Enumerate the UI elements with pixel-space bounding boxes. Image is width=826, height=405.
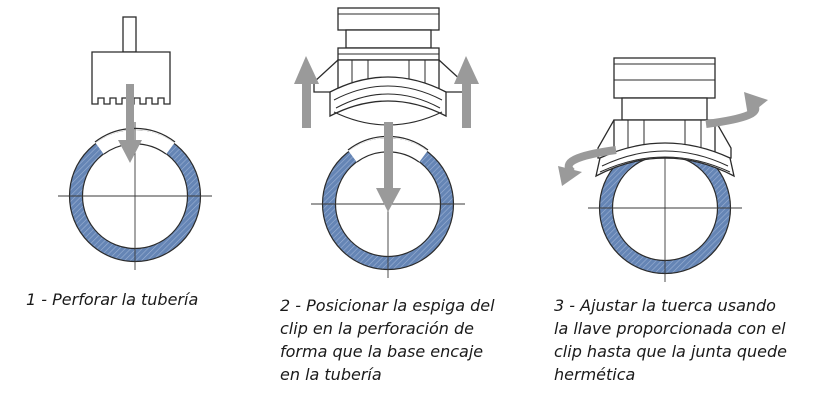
step-3-clip-saddle (595, 57, 735, 178)
caption-line: en la tubería (280, 365, 382, 384)
caption-line: 3 - Ajustar la tuerca usando (554, 296, 776, 315)
assembly-diagram (58, 7, 768, 282)
step-2-illustration (294, 7, 479, 278)
step-2-caption: 2 - Posicionar la espiga del clip en la … (280, 294, 495, 386)
caption-line: clip en la perforación de (280, 319, 474, 338)
caption-line: 2 - Posicionar la espiga del (280, 296, 495, 315)
down-arrow-icon (376, 122, 401, 212)
caption-line: hermética (554, 365, 636, 384)
up-arrow-icon-left (294, 56, 319, 128)
down-arrow-icon (118, 84, 142, 163)
caption-line: la llave proporcionada con el (554, 319, 786, 338)
caption-line: 1 - Perforar la tubería (26, 290, 199, 309)
caption-line: forma que la base encaje (280, 342, 484, 361)
step-3-caption: 3 - Ajustar la tuerca usando la llave pr… (554, 294, 787, 386)
rotate-arrow-icon-right (705, 92, 768, 128)
step-1-pipe (58, 122, 212, 270)
hole-saw-drill (91, 16, 171, 105)
step-1-illustration (58, 16, 212, 270)
up-arrow-icon-right (454, 56, 479, 128)
caption-line: clip hasta que la junta quede (554, 342, 787, 361)
step-3-illustration (558, 57, 768, 282)
rotate-arrow-icon-left (558, 146, 617, 186)
step-2-clip-saddle (313, 7, 464, 126)
step-1-caption: 1 - Perforar la tubería (26, 288, 198, 311)
